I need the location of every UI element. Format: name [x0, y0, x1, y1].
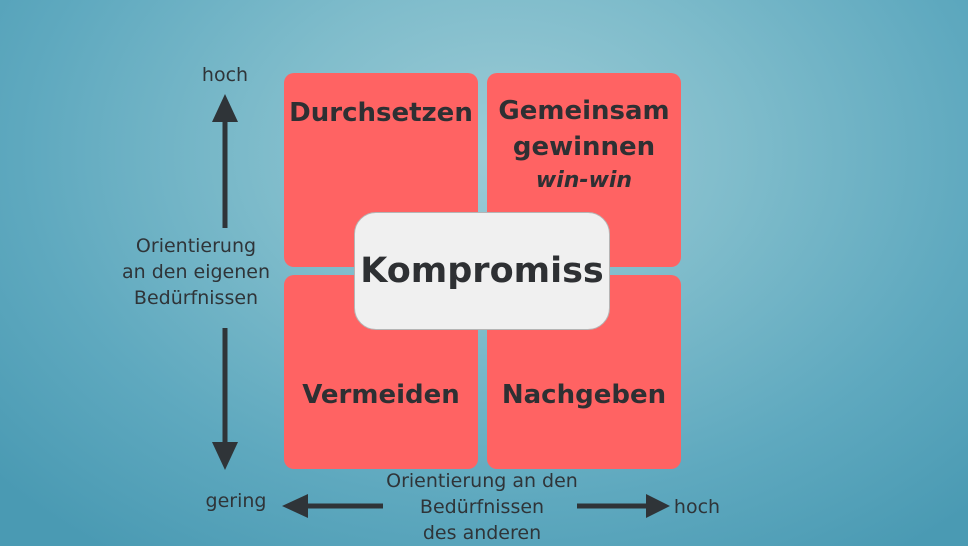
- quadrant-title: Nachgeben: [501, 380, 667, 410]
- vertical-axis-high-label: hoch: [201, 64, 249, 86]
- horizontal-arrow-left-icon: [282, 494, 383, 518]
- quadrant-title-line: gewinnen: [512, 132, 656, 162]
- vertical-axis-title-line: Orientierung: [135, 235, 257, 257]
- quadrant-subtitle: win-win: [535, 168, 633, 193]
- horizontal-axis-title-line: Bedürfnissen: [419, 496, 545, 518]
- horizontal-axis-title-line: des anderen: [422, 522, 542, 544]
- vertical-axis-title-line: Bedürfnissen: [133, 287, 259, 309]
- center-title: Kompromiss: [360, 251, 604, 291]
- horizontal-arrow-right-icon: [577, 494, 670, 518]
- horizontal-axis-high-label: hoch: [673, 496, 721, 518]
- quadrant-title: Vermeiden: [302, 380, 460, 410]
- horizontal-axis-title: Orientierung an den Bedürfnissen des and…: [372, 468, 592, 546]
- center-compromise-box: Kompromiss: [354, 212, 610, 330]
- quadrant-title: Durchsetzen: [289, 98, 473, 128]
- vertical-axis-title-line: an den eigenen: [121, 261, 271, 283]
- horizontal-axis-title-line: Orientierung an den: [386, 470, 578, 492]
- vertical-axis-title: Orientierung an den eigenen Bedürfnissen: [106, 233, 286, 311]
- horizontal-axis-low-label: gering: [205, 490, 267, 512]
- vertical-arrow-up-icon: [212, 94, 238, 228]
- quadrant-title-line: Gemeinsam: [498, 96, 670, 126]
- vertical-arrow-down-icon: [212, 328, 238, 470]
